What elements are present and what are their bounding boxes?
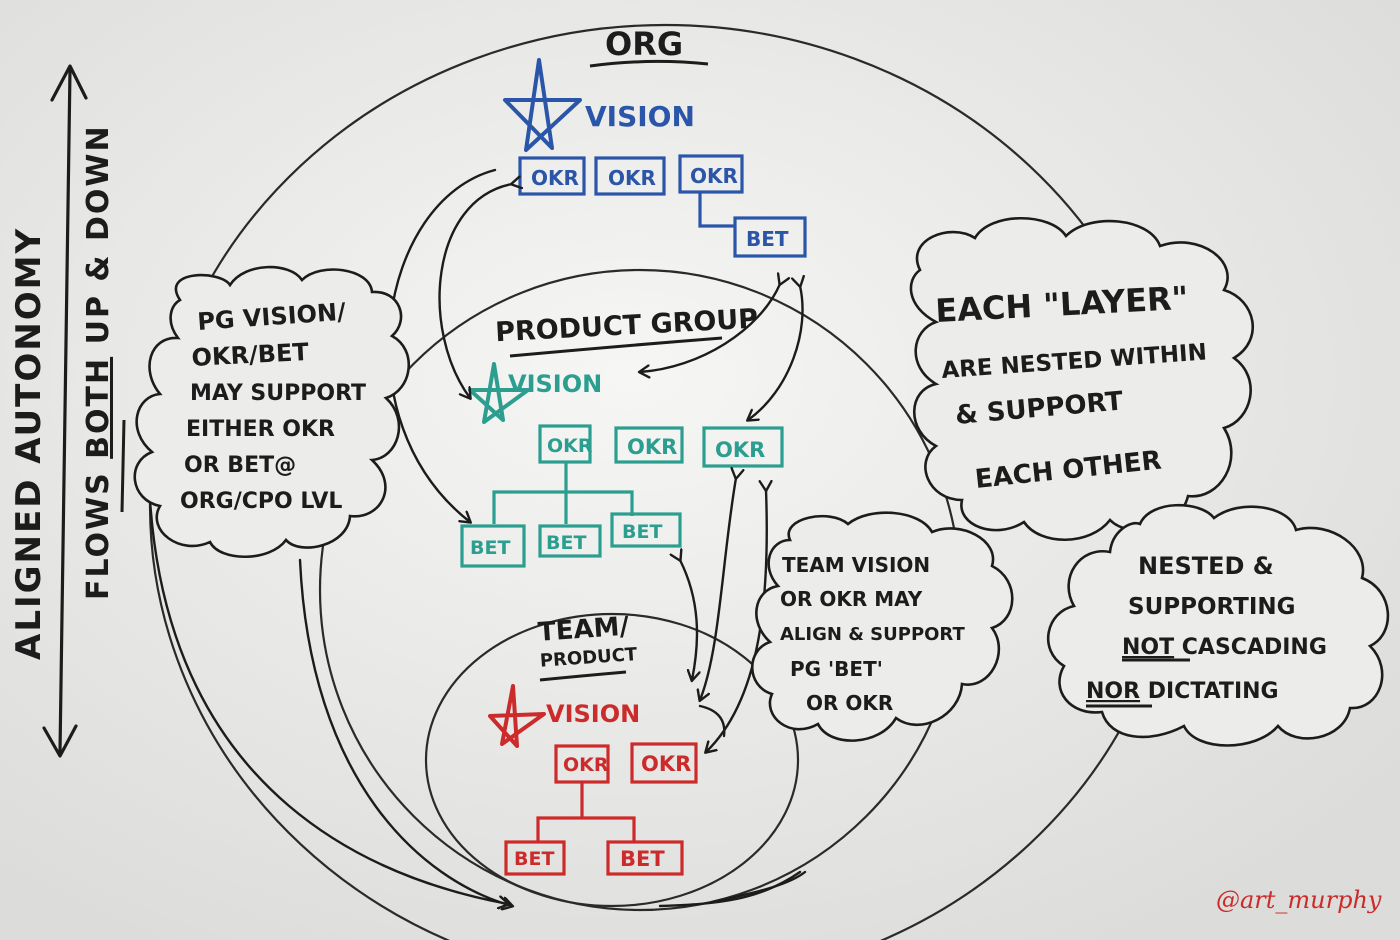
org-okr-2: OKR: [608, 166, 656, 190]
team-note-line-3: ALIGN & SUPPORT: [780, 624, 965, 645]
org-title: ORG: [605, 25, 683, 63]
nested-line-3: NOT CASCADING: [1122, 635, 1327, 660]
nested-line-2: SUPPORTING: [1128, 594, 1296, 620]
nested-line-1: NESTED &: [1138, 552, 1274, 580]
pg-bet-1: BET: [470, 537, 510, 559]
org-title-underline: [589, 59, 709, 68]
signature: @art_murphy: [1216, 886, 1382, 914]
side-label: ALIGNED AUTONOMY: [9, 227, 49, 660]
side-both: BOTH: [81, 357, 116, 459]
team-note-text: TEAM VISION OR OKR MAY ALIGN & SUPPORT P…: [780, 553, 965, 715]
left-cloud-line-4: EITHER OKR: [186, 417, 335, 442]
team-note-line-4: PG 'BET': [790, 657, 883, 681]
pg-okr-2: OKR: [627, 435, 677, 459]
team-okr-bet-tree: [504, 742, 698, 876]
pg-okr-3: OKR: [715, 438, 765, 462]
pg-okr-1: OKR: [547, 435, 593, 457]
nested-line-4: NOR DICTATING: [1086, 679, 1279, 704]
pg-vision: VISION: [508, 370, 602, 398]
left-cloud: [133, 265, 410, 559]
left-cloud-line-2: OKR/BET: [191, 338, 310, 372]
team-circle: [424, 612, 800, 908]
org-okr-row: [518, 154, 807, 258]
team-title-underline: [539, 670, 627, 682]
team-star-icon: [488, 684, 546, 748]
side-line-1: ALIGNED AUTONOMY: [9, 227, 49, 660]
vertical-double-arrow: [42, 64, 88, 758]
pg-okr-bet-tree: [460, 424, 784, 568]
side-label-2: FLOWS BOTH UP & DOWN: [81, 124, 116, 600]
team-okr-2: OKR: [641, 752, 691, 776]
org-bet: BET: [746, 227, 789, 251]
org-vision: VISION: [585, 100, 695, 133]
team-title-line-1: TEAM/: [537, 612, 630, 648]
nested-nor: NOR: [1086, 679, 1140, 704]
team-bet-1: BET: [514, 848, 554, 870]
left-cloud-line-3: MAY SUPPORT: [190, 381, 366, 406]
team-vision: VISION: [546, 700, 640, 728]
nested-cloud-text: NESTED & SUPPORTING NOT CASCADING NOR DI…: [1086, 552, 1327, 704]
team-note-line-2: OR OKR MAY: [780, 587, 923, 611]
both-underline: [120, 419, 126, 513]
team-bet-2: BET: [620, 847, 665, 871]
left-cloud-line-5: OR BET@: [184, 453, 296, 478]
team-note-line-5: OR OKR: [806, 691, 893, 715]
team-note-cloud: [750, 511, 1014, 742]
pg-bet-3: BET: [622, 521, 662, 543]
org-okr-1: OKR: [531, 166, 579, 190]
org-okr-3: OKR: [690, 164, 738, 188]
team-note-line-1: TEAM VISION: [782, 553, 930, 577]
pg-bet-2: BET: [546, 532, 586, 554]
org-star-icon: [503, 58, 582, 152]
nested-not: NOT: [1122, 635, 1174, 660]
nested-cloud: [1046, 503, 1390, 747]
left-cloud-line-6: ORG/CPO LVL: [180, 489, 342, 514]
team-okr-1: OKR: [563, 754, 609, 776]
right-top-cloud: [909, 217, 1254, 541]
side-line-2: FLOWS BOTH UP & DOWN: [81, 124, 116, 600]
